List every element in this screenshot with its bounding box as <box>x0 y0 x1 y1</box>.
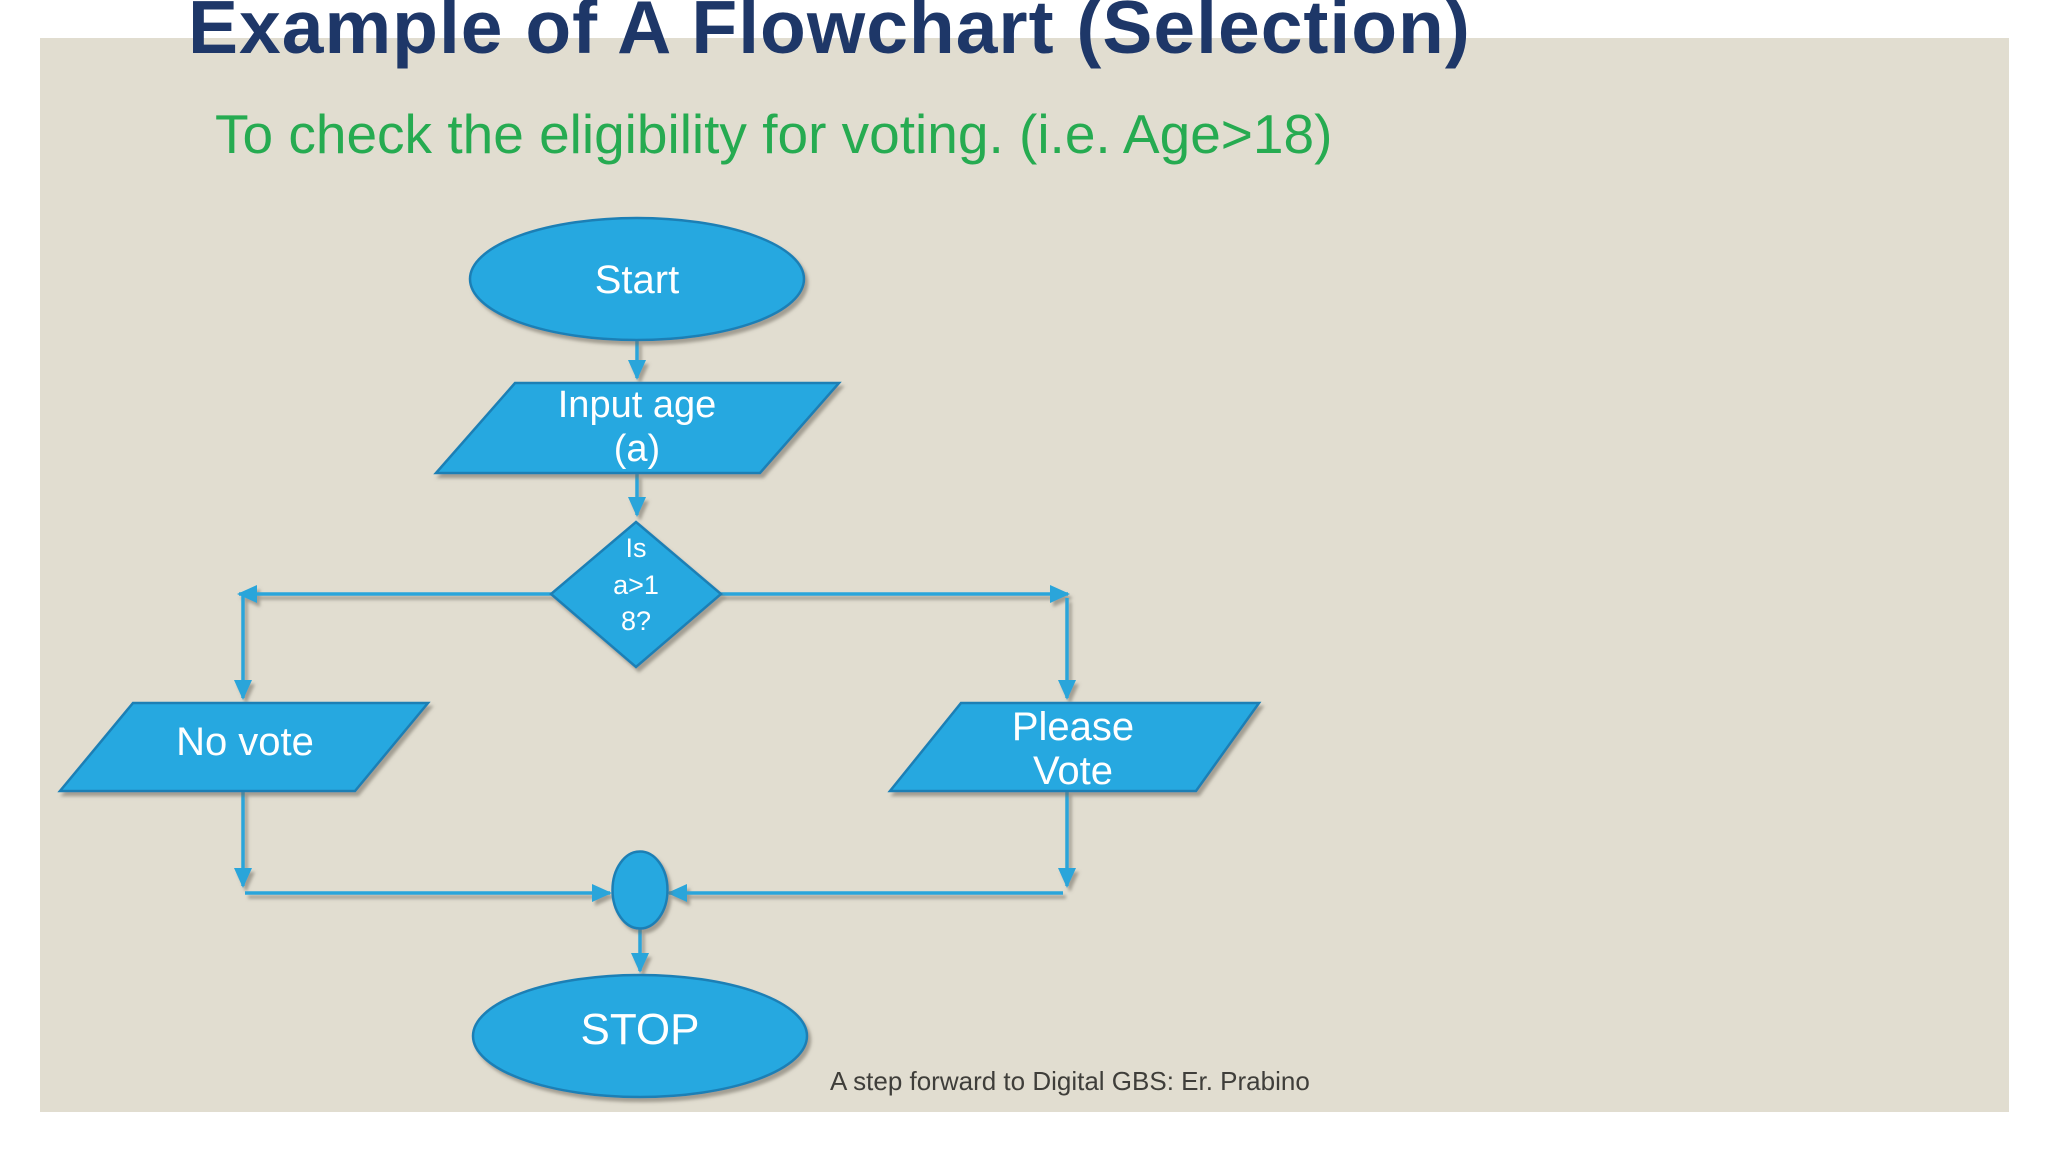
footer-credit: A step forward to Digital GBS: Er. Prabi… <box>830 1066 1310 1096</box>
start-node <box>468 216 806 342</box>
slide-title: Example of A Flowchart (Selection) <box>188 0 1471 69</box>
junction-connector-node <box>611 850 669 930</box>
slide-background <box>40 38 2009 1112</box>
input-age-node-label-line1: Input age <box>558 384 716 426</box>
input-age-node <box>433 381 842 475</box>
stop-node-label: STOP <box>580 1005 699 1054</box>
decision-node-label-line1: Is <box>625 533 646 563</box>
please-vote-node <box>887 701 1262 793</box>
decision-node-label-line3: 8? <box>621 606 651 636</box>
decision-node-label-line2: a>1 <box>613 570 659 600</box>
decision-node <box>549 520 723 669</box>
slide-subtitle: To check the eligibility for voting. (i.… <box>215 103 1333 165</box>
start-node-label: Start <box>595 258 679 302</box>
stop-node <box>471 973 809 1099</box>
please-vote-node-label-line1: Please <box>1012 705 1134 749</box>
input-age-node-label-line2: (a) <box>614 428 660 470</box>
please-vote-node-label-line2: Vote <box>1033 749 1113 793</box>
no-vote-node-label: No vote <box>176 720 314 764</box>
no-vote-node <box>57 701 431 793</box>
